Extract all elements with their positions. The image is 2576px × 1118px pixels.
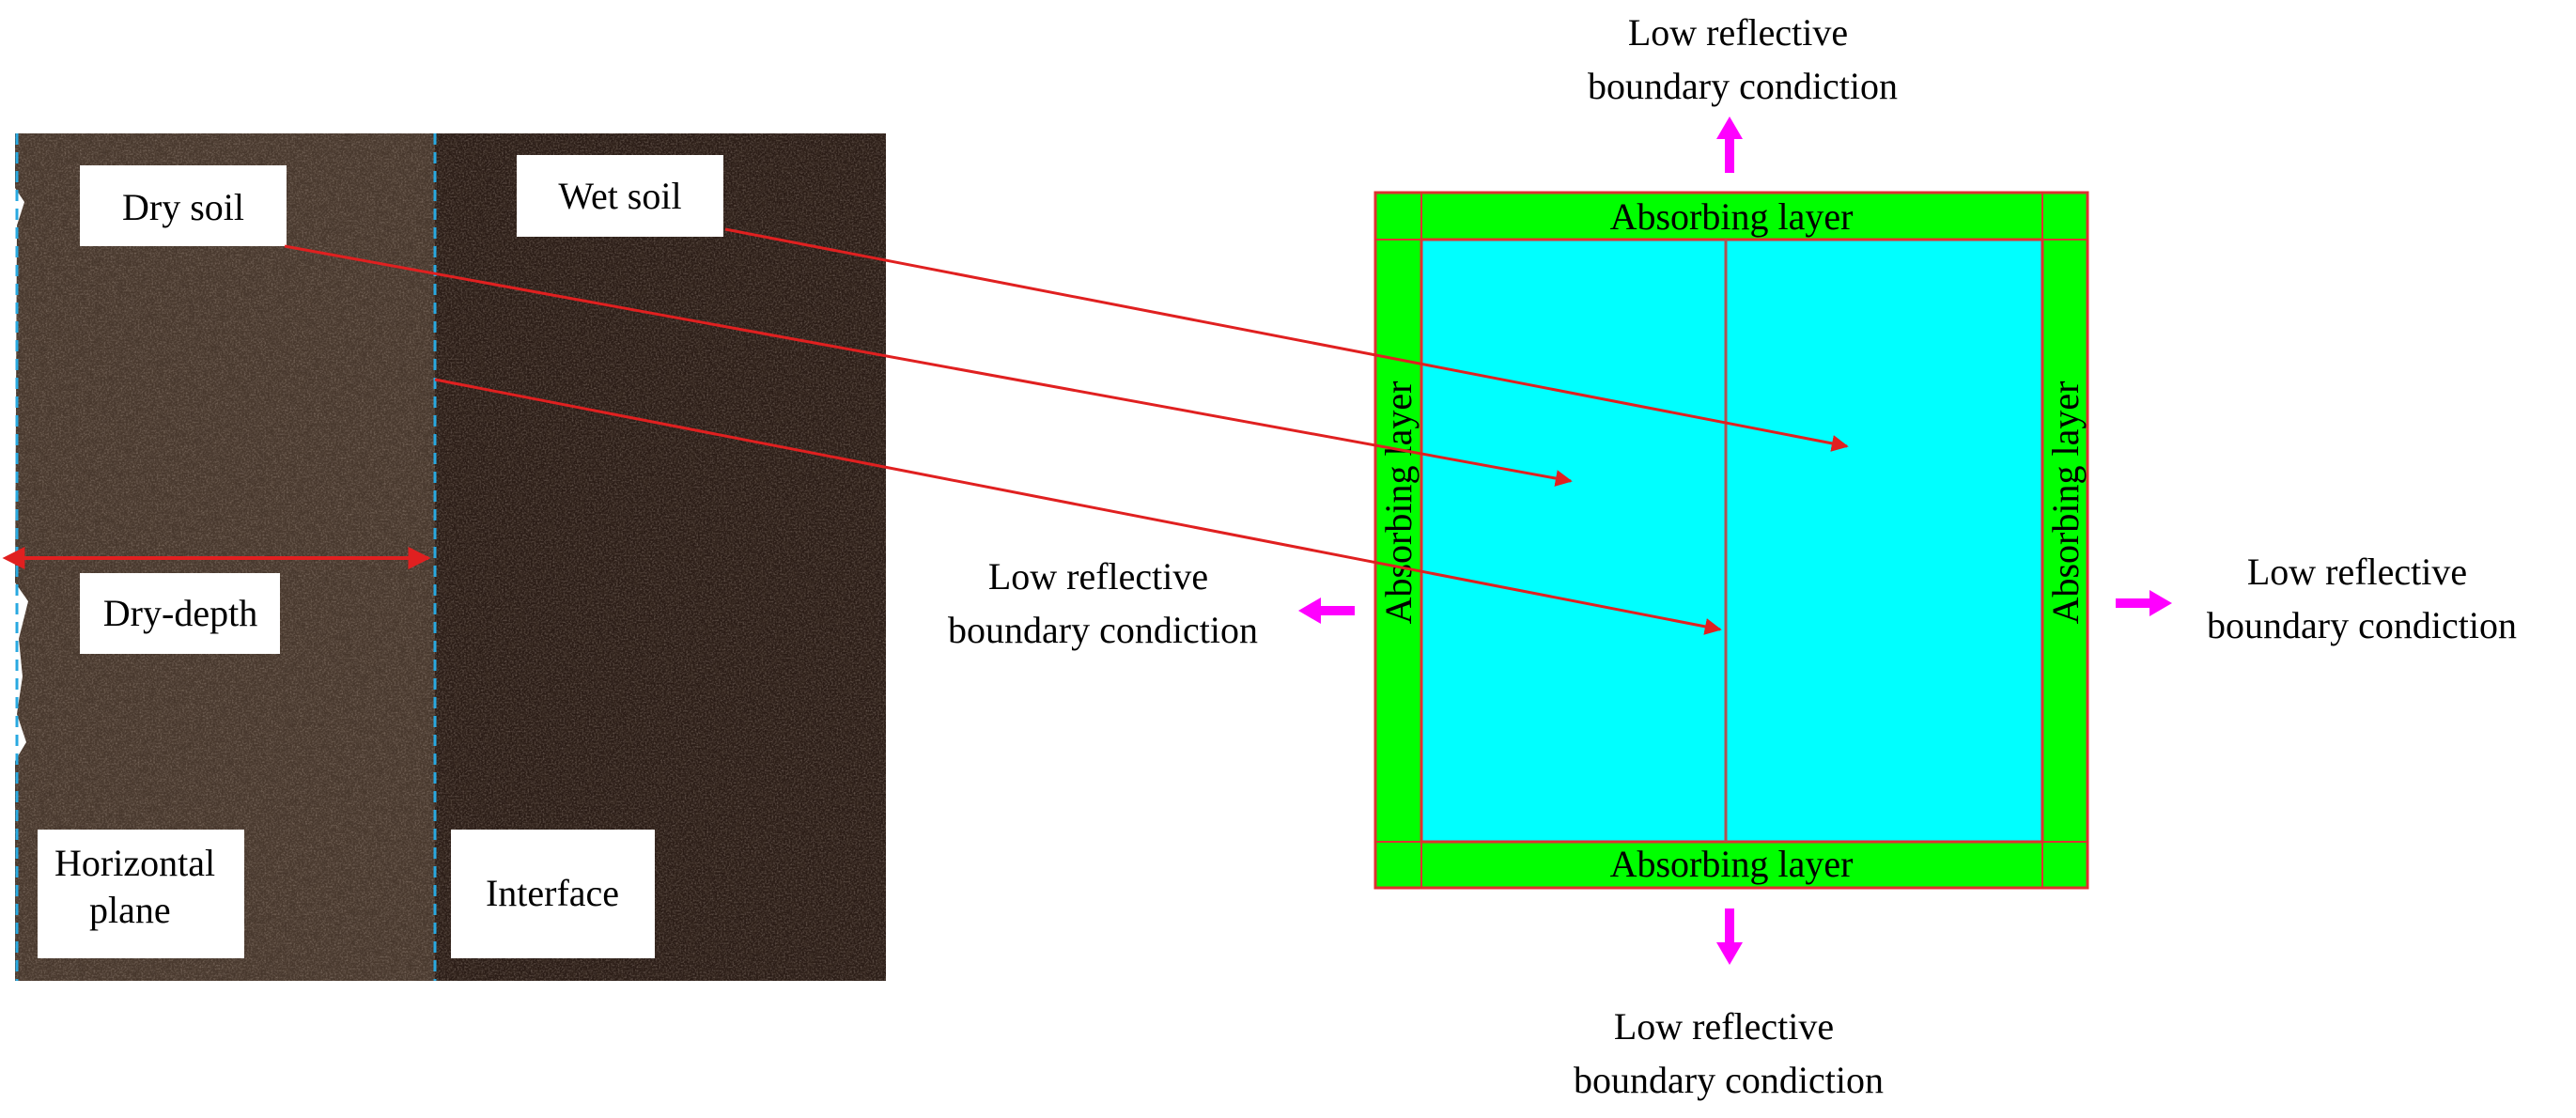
left-boundary-label: Low reflective boundary condiction: [948, 555, 1258, 651]
bottom-boundary-line-1: Low reflective: [1614, 1005, 1834, 1048]
up-arrow-icon: [1716, 116, 1743, 173]
right-boundary-label: Low reflective boundary condiction: [2207, 551, 2517, 646]
wet-soil-label: Wet soil: [558, 175, 681, 217]
dry-soil-mapping-arrow: [284, 244, 1573, 487]
boundary-conditions: Low reflective boundary condiction Low r…: [948, 11, 2517, 1101]
bottom-boundary-line-2: boundary condiction: [1574, 1059, 1884, 1101]
horizontal-plane-label: Horizontal plane: [54, 842, 225, 931]
dry-soil-label-box: [80, 165, 287, 246]
left-boundary-line-2: boundary condiction: [948, 609, 1258, 651]
mapping-arrows: [284, 227, 1849, 635]
left-absorbing-layer-label: Absorbing layer: [1377, 381, 1420, 625]
top-boundary-line-1: Low reflective: [1628, 11, 1848, 54]
down-arrow-icon: [1716, 908, 1743, 965]
top-boundary-line-2: boundary condiction: [1588, 65, 1898, 107]
bottom-absorbing-layer-label: Absorbing layer: [1610, 843, 1854, 885]
left-arrow-icon: [1298, 598, 1355, 624]
right-arrow-icon: [2116, 590, 2172, 616]
interface-label-box: [451, 830, 655, 958]
interface-label: Interface: [486, 872, 619, 914]
left-boundary-line-1: Low reflective: [988, 555, 1208, 598]
wet-soil-mapping-arrow: [724, 227, 1849, 452]
simulation-model: Absorbing layer Absorbing layer Absorbin…: [1373, 191, 2089, 890]
dry-soil-label: Dry soil: [122, 186, 244, 228]
right-boundary-line-2: boundary condiction: [2207, 604, 2517, 646]
interface-mapping-arrow: [434, 378, 1722, 635]
right-absorbing-layer-label: Absorbing layer: [2044, 381, 2087, 625]
soil-photo: Dry soil Wet soil Dry-depth Horizontal p…: [0, 133, 886, 981]
horizontal-plane-label-box: [38, 830, 244, 958]
computational-domain: [1420, 238, 2044, 844]
horizontal-plane-line-1: Horizontal: [54, 842, 215, 884]
right-boundary-line-1: Low reflective: [2247, 551, 2467, 593]
dry-depth-label-box: [80, 573, 280, 654]
top-absorbing-layer-label: Absorbing layer: [1610, 195, 1854, 238]
wet-soil-label-box: [517, 155, 723, 237]
horizontal-plane-line-2: plane: [89, 889, 171, 931]
dry-depth-label: Dry-depth: [103, 592, 257, 634]
bottom-boundary-label: Low reflective boundary condiction: [1574, 1005, 1884, 1101]
top-boundary-label: Low reflective boundary condiction: [1588, 11, 1898, 107]
